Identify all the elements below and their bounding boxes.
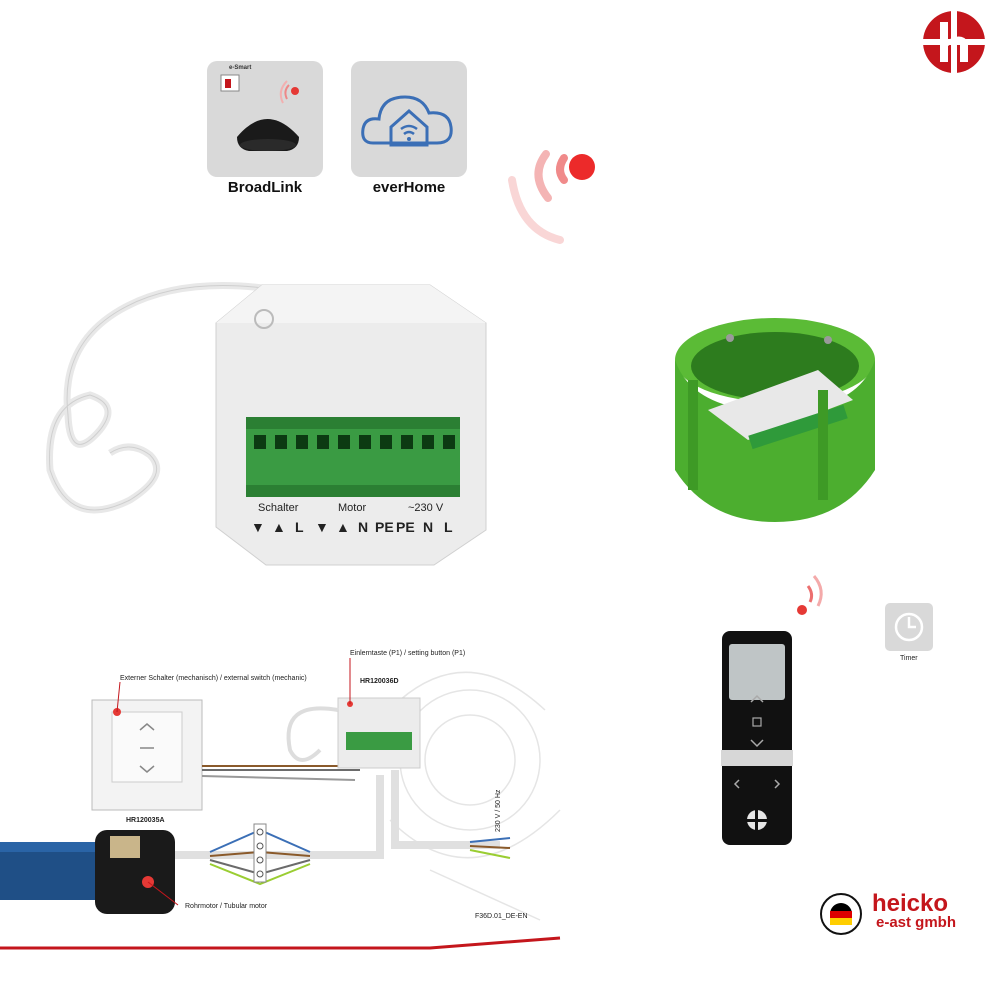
- timer-label: Timer: [900, 655, 918, 662]
- group-label-switch: Schalter: [258, 502, 299, 514]
- actuator-module: Schalter Motor ~230 V ▼ ▲ L ▼ ▲ N PE PE …: [30, 265, 500, 585]
- group-label-motor: Motor: [338, 502, 367, 514]
- wiring-diagram: Einlerntaste (P1) / setting button (P1) …: [0, 620, 570, 950]
- terminal-1: ▼: [251, 519, 265, 535]
- everhome-tile[interactable]: [351, 61, 467, 177]
- supply-label: 230 V / 50 Hz: [495, 789, 502, 832]
- brand-name: heicko: [872, 890, 949, 917]
- terminal-9: N: [423, 519, 434, 535]
- brand-subname: e-ast gmbh: [876, 914, 957, 931]
- terminal-8: PE: [396, 519, 415, 535]
- everhome-label: everHome: [372, 179, 446, 196]
- module-illustration: [46, 282, 487, 566]
- motor-label: Rohrmotor / Tubular motor: [185, 903, 268, 910]
- wireless-signal-icon: [500, 150, 610, 250]
- timer-tile[interactable]: [885, 603, 933, 651]
- terminal-screws: [252, 433, 456, 453]
- remote-signal-icon: [780, 570, 840, 620]
- switch-model-label: HR120035A: [126, 817, 165, 824]
- terminal-2: ▲: [272, 519, 286, 535]
- broadlink-label: BroadLink: [227, 179, 303, 196]
- terminal-6: N: [358, 519, 369, 535]
- hand-remote: [721, 630, 793, 846]
- doc-code-label: F36D.01_DE-EN: [475, 913, 528, 920]
- broadlink-tile[interactable]: e-Smart: [207, 61, 323, 177]
- brand-logo-icon: [922, 10, 986, 74]
- setting-button-label: Einlerntaste (P1) / setting button (P1): [350, 650, 466, 657]
- terminal-3: L: [295, 519, 304, 535]
- german-quality-seal: [820, 893, 862, 935]
- clock-icon: [894, 612, 924, 642]
- terminal-7: PE: [375, 519, 394, 535]
- terminal-10: L: [444, 519, 453, 535]
- e-smart-caption: e-Smart: [229, 65, 252, 71]
- broadlink-device-icon: [220, 74, 299, 151]
- cloud-home-icon: [361, 95, 453, 147]
- terminal-4: ▼: [315, 519, 329, 535]
- switch-label: Externer Schalter (mechanisch) / externa…: [120, 675, 307, 682]
- terminal-5: ▲: [336, 519, 350, 535]
- flush-mount-box: [668, 300, 883, 525]
- module-model-label: HR120036D: [360, 678, 399, 685]
- group-label-supply: ~230 V: [408, 502, 444, 514]
